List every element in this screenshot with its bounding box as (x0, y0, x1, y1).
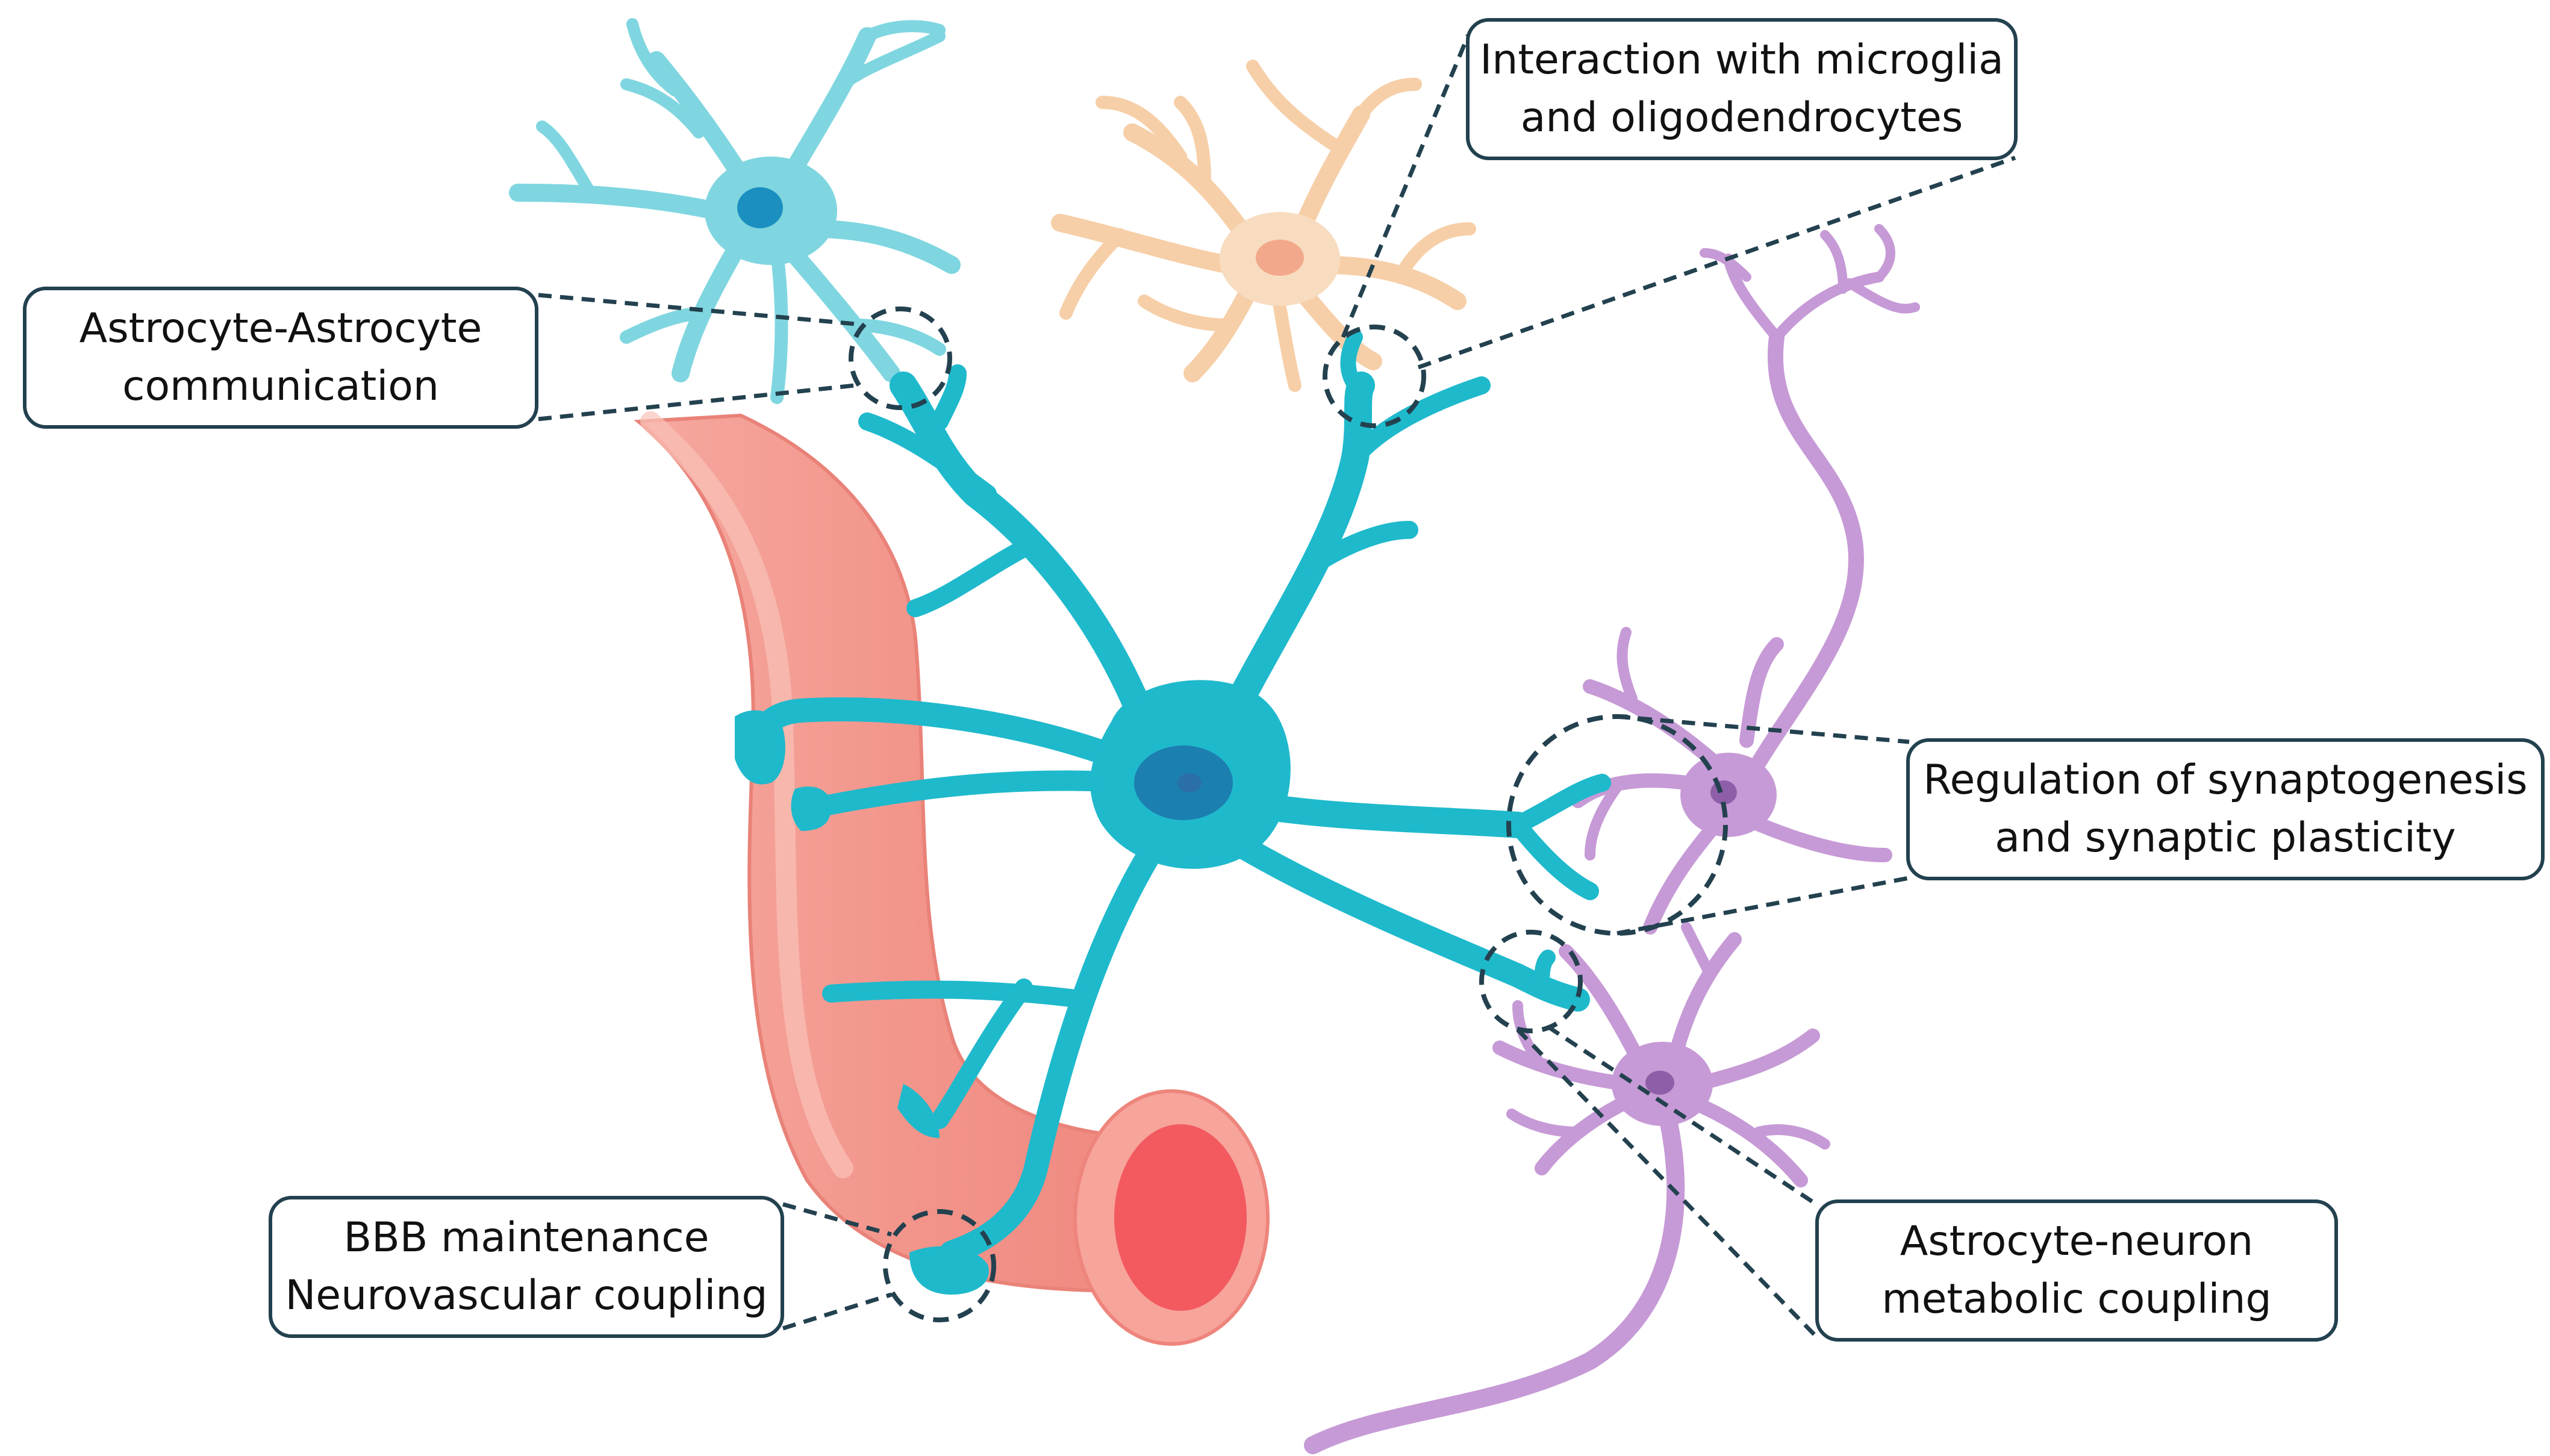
microglia-cell (1051, 60, 1476, 392)
central-astrocyte (735, 329, 1611, 1295)
endfoot-lower (897, 1084, 940, 1138)
callout-circle-bbb (883, 1209, 996, 1322)
label-line: BBB maintenance (343, 1214, 709, 1262)
label-synaptogenesis-regulation: Regulation of synaptogenesis and synapti… (1906, 738, 2545, 880)
label-line: communication (122, 362, 439, 410)
neuron-top-nucleus (1710, 780, 1737, 804)
neuron-top (1571, 224, 1920, 935)
label-line: and synaptic plasticity (1995, 814, 2456, 862)
vessel-lumen (1114, 1124, 1247, 1311)
label-line: Interaction with microglia (1480, 36, 2004, 84)
neuron-bottom-nucleus (1645, 1071, 1674, 1095)
microglia-nucleus (1256, 240, 1304, 276)
endfoot-middle (791, 786, 831, 831)
label-astrocyte-astrocyte-communication: Astrocyte-Astrocyte communication (23, 287, 538, 429)
callout-circle-synapse (1506, 714, 1728, 936)
callout-circle-metabolic (1479, 930, 1583, 1033)
label-line: Astrocyte-neuron (1900, 1218, 2254, 1265)
neighbor-astrocyte-nucleus (737, 187, 783, 228)
label-line: Neurovascular coupling (285, 1272, 768, 1319)
label-bbb-maintenance: BBB maintenance Neurovascular coupling (269, 1196, 784, 1338)
callout-lines (538, 34, 2016, 1339)
callout-circle-astrocyte (849, 306, 952, 410)
endfoot-bottom (909, 1246, 989, 1295)
label-line: Astrocyte-Astrocyte (79, 305, 482, 352)
neighbor-astrocyte (509, 18, 961, 404)
blood-vessel (634, 411, 1270, 1346)
label-line: Regulation of synaptogenesis (1923, 756, 2528, 804)
label-microglia-interaction: Interaction with microglia and oligodend… (1466, 18, 2018, 160)
callout-circle-microglia (1323, 325, 1426, 428)
endfoot-upper (735, 710, 785, 785)
label-line: and oligodendrocytes (1520, 94, 1963, 142)
label-metabolic-coupling: Astrocyte-neuron metabolic coupling (1815, 1199, 2338, 1342)
label-line: metabolic coupling (1881, 1275, 2272, 1323)
neuron-bottom (1304, 922, 1830, 1454)
